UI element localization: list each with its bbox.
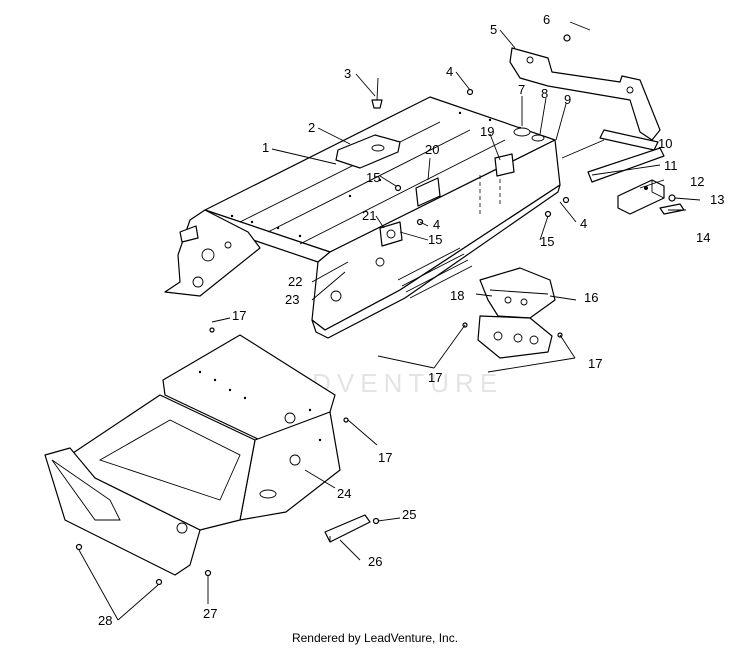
callout-2: 2 [308,120,315,135]
callout-14: 14 [696,230,710,245]
part-26-angle-bracket [324,514,371,543]
callout-10: 10 [658,136,672,151]
part-18-lower-bracket [477,315,553,359]
part-7-8-tunnel-openings [513,127,545,142]
part-24-front-pan [44,334,341,576]
fasteners [75,34,571,586]
callout-5: 5 [490,22,497,37]
callout-25: 25 [402,507,416,522]
part-1-tunnel [164,96,556,297]
callout-17-c: 17 [588,356,602,371]
callout-24: 24 [337,486,351,501]
part-13-bolt [668,194,701,202]
callout-22: 22 [288,274,302,289]
callout-26: 26 [368,554,382,569]
callout-18: 18 [450,288,464,303]
part-21-bracket [379,221,403,247]
callout-7: 7 [518,82,525,97]
callout-15-c: 15 [540,234,554,249]
callout-23: 23 [285,292,299,307]
callout-9: 9 [564,92,571,107]
part-11-rail-strip [587,147,665,183]
callout-19: 19 [480,124,494,139]
callout-3: 3 [344,66,351,81]
callout-17-b: 17 [428,370,442,385]
part-19-bracket [494,153,515,177]
callout-4-top: 4 [446,64,453,79]
callout-16: 16 [584,290,598,305]
part-23-right-rail [311,139,561,339]
callout-8: 8 [541,86,548,101]
callout-27: 27 [203,606,217,621]
callout-11: 11 [664,158,678,173]
part-12-bumper-block [617,179,665,215]
leader-lines [78,21,686,621]
part-2-hump-bracket [335,134,401,169]
footer-credit: Rendered by LeadVenture, Inc. [291,631,459,645]
callout-12: 12 [690,174,704,189]
part-3-bolt [371,77,383,109]
part-14-pad [659,203,685,215]
part-16-front-bracket [479,267,556,319]
callout-15-a: 15 [366,170,380,185]
callout-4-mid: 4 [433,217,440,232]
part-20-bracket [415,177,441,207]
callout-15-b: 15 [428,232,442,247]
callout-28: 28 [98,613,112,628]
part-5-rear-bracket [509,47,661,141]
callout-13: 13 [710,192,724,207]
callout-21: 21 [362,208,376,223]
callout-17-a: 17 [232,308,246,323]
callout-labels: 1 2 3 4 5 6 7 8 9 10 11 12 13 14 15 15 1… [98,12,724,628]
callout-20: 20 [425,142,439,157]
callout-6: 6 [543,12,550,27]
callout-1: 1 [262,140,269,155]
callout-4-right: 4 [580,216,587,231]
part-25-rivet [372,517,380,525]
callout-17-d: 17 [378,450,392,465]
